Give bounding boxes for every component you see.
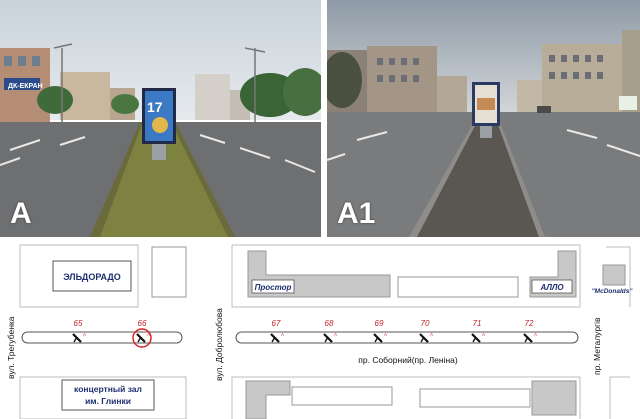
board-number-71: 71: [473, 319, 482, 328]
board-number-66: 66: [138, 319, 147, 328]
block-outline-bottom-left: [19, 376, 187, 419]
street-metalurgiv: пр. Металургів: [592, 317, 602, 375]
board-marker-71[interactable]: [471, 333, 481, 343]
board-side-65: А: [83, 332, 86, 337]
poster-number: 17: [147, 99, 163, 115]
median-strip-left: [21, 331, 183, 344]
board-side-66: А: [147, 332, 150, 337]
block-outline-mid2: [231, 245, 580, 308]
building-concert-label-2: им. Глинки: [85, 396, 131, 406]
board-number-65: 65: [74, 319, 83, 328]
board-number-70: 70: [421, 319, 430, 328]
building-eldorado-label: ЭЛЬДОРАДО: [63, 272, 121, 282]
board-marker-69[interactable]: [373, 333, 383, 343]
building-prostor-label: Простор: [255, 283, 292, 292]
block-outline-mid: [232, 244, 581, 307]
highlight-circle: [132, 328, 152, 348]
board-marker-67[interactable]: [270, 333, 280, 343]
street-sobornyi: пр. Соборний(пр. Леніна): [358, 355, 458, 365]
board-side-70: А: [430, 332, 433, 337]
photo-divider: [321, 0, 327, 237]
board-side-67: А: [281, 332, 284, 337]
board-side-68: А: [334, 332, 337, 337]
building-outline-bottom-2: [419, 388, 531, 408]
street-photo-a1: [327, 0, 640, 237]
street-tregubenka: вул. Трегубенка: [6, 316, 16, 379]
board-side-71: А: [482, 332, 485, 337]
building-outline-bottom: [291, 386, 393, 406]
photo-label-a: A: [10, 197, 32, 230]
photo-label-a1: A1: [337, 197, 376, 230]
building-concert-label-1: концертный зал: [74, 384, 142, 394]
building-allo-label: АЛЛО: [539, 283, 564, 292]
median-strip-right: [235, 331, 579, 344]
board-marker-68[interactable]: [323, 333, 333, 343]
board-marker-66[interactable]: [136, 333, 146, 343]
board-number-68: 68: [325, 319, 334, 328]
building-gray-bottom-left: [245, 380, 291, 419]
board-marker-72[interactable]: [523, 333, 533, 343]
board-side-72: А: [534, 332, 537, 337]
building-outline-mid: [397, 276, 519, 298]
building-prostor: [251, 279, 295, 294]
board-number-69: 69: [375, 319, 384, 328]
building-outline: [151, 246, 187, 298]
block-outline-bottom-mid: [231, 376, 581, 419]
photo-a1: A1: [327, 0, 640, 237]
building-gray-bottom-right: [531, 380, 577, 416]
photo-a: ДК-ЕКРАН 17 A: [0, 0, 321, 237]
street-dobrolyubova: вул. Добролюбова: [214, 308, 224, 381]
street-photo-a: ДК-ЕКРАН 17: [0, 0, 321, 237]
block-outline: [19, 244, 139, 308]
location-map: ЭЛЬДОРАДО Простор АЛЛО "McDonalds" 65А66…: [6, 244, 634, 419]
board-marker-70[interactable]: [419, 333, 429, 343]
building-sign: ДК-ЕКРАН: [8, 83, 43, 90]
building-mcdonalds: [602, 264, 626, 286]
block-outline-right-top: [606, 246, 631, 307]
block-outline-right-bottom: [609, 376, 630, 419]
building-concert-hall: [61, 379, 155, 411]
board-side-69: А: [384, 332, 387, 337]
building-eldorado: [52, 260, 132, 292]
board-number-67: 67: [272, 319, 281, 328]
building-allo: [531, 279, 573, 294]
board-number-72: 72: [525, 319, 534, 328]
building-mcdonalds-label: "McDonalds": [592, 288, 634, 295]
board-marker-65[interactable]: [72, 333, 82, 343]
